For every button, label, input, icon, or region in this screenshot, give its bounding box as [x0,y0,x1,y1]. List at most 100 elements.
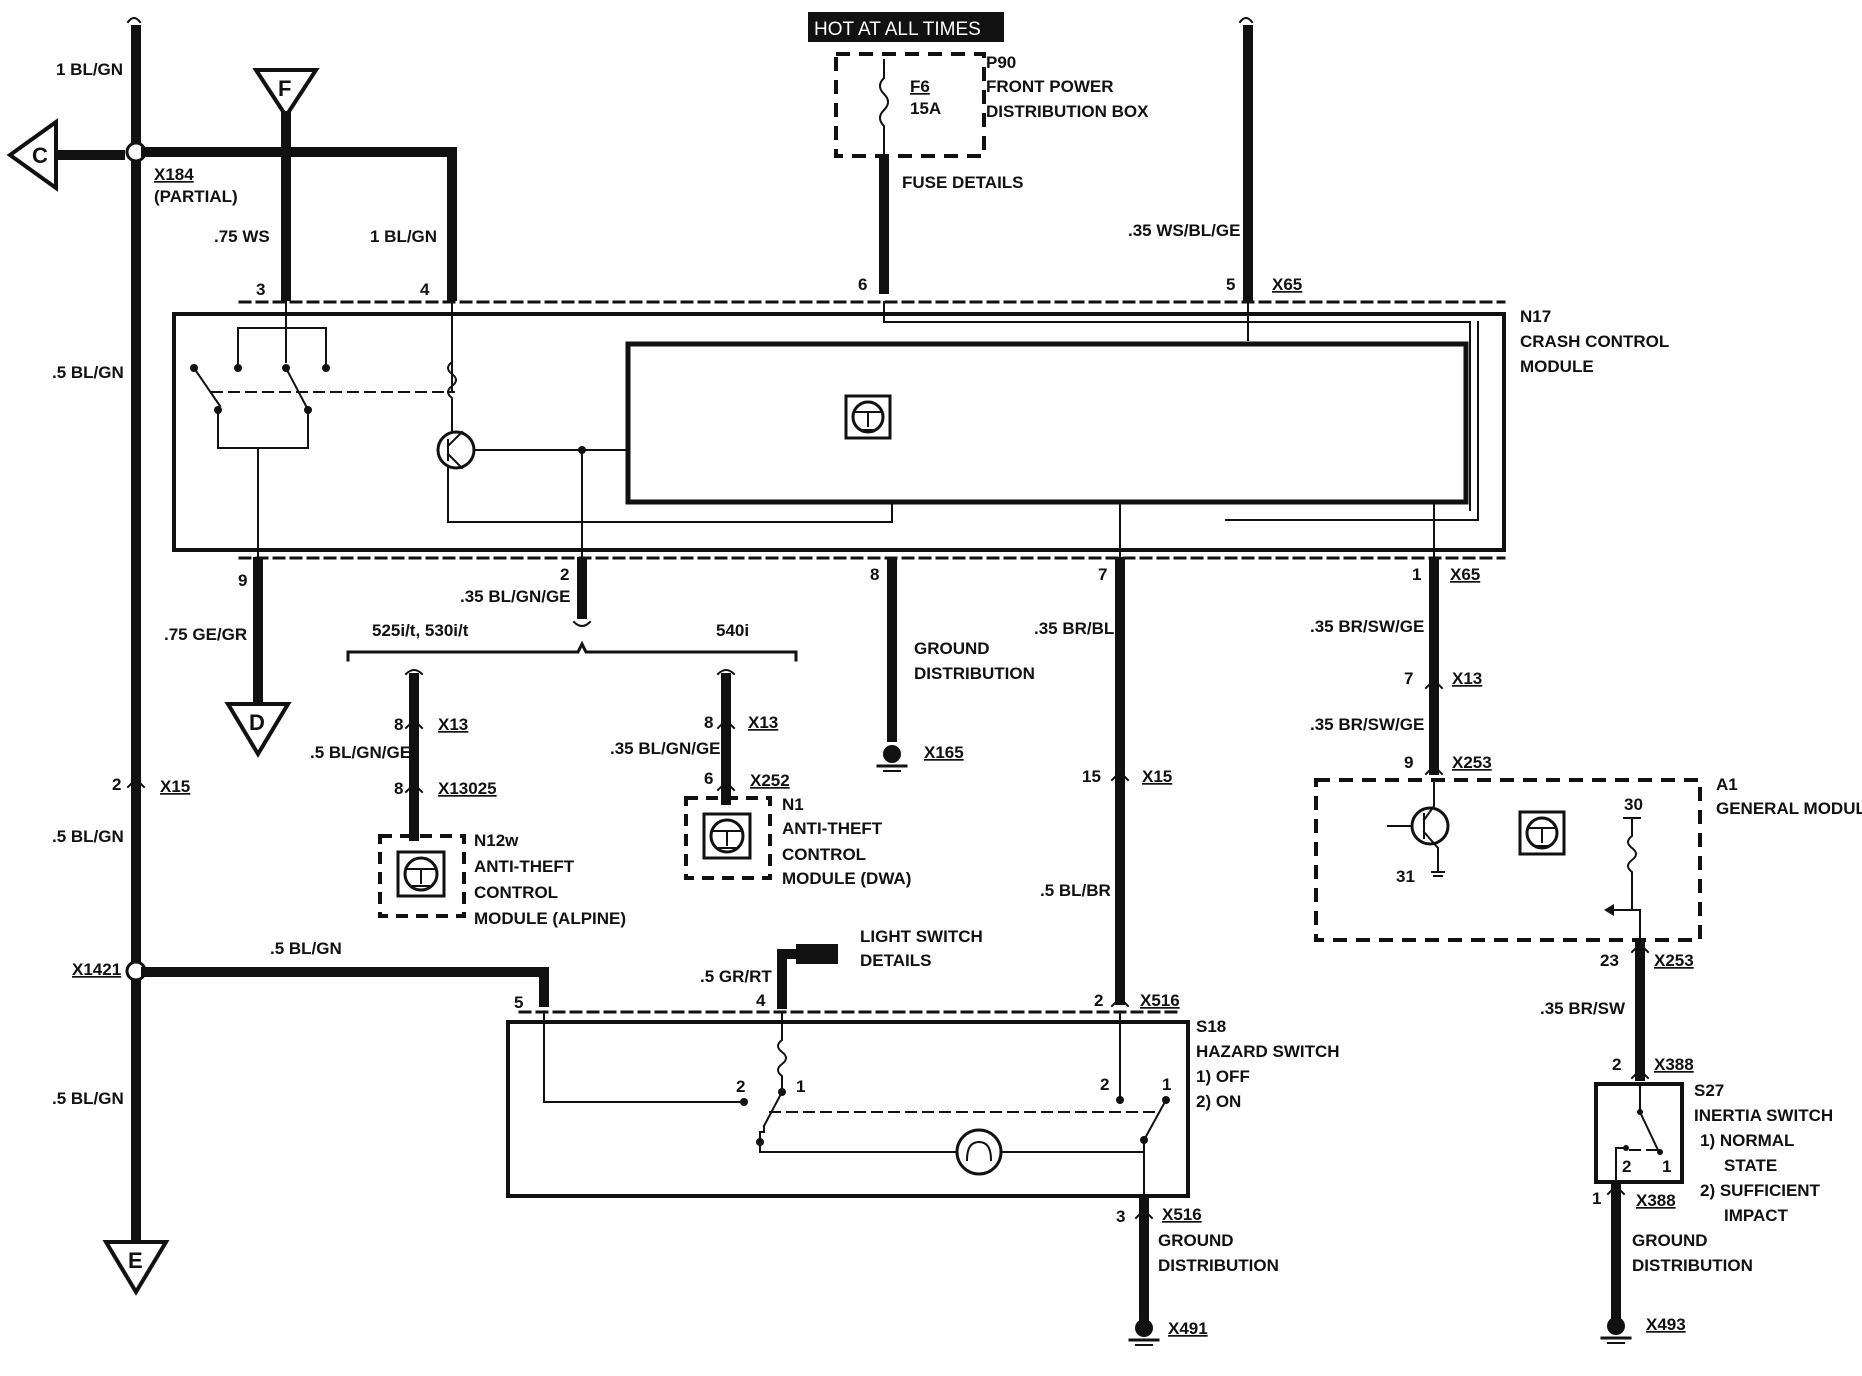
pin-sw-a2: 2 [736,1077,745,1096]
connector-x184: X184 [154,165,194,184]
general-module-a1 [1314,778,1702,942]
wire-label-left-low: .5 BL/GN [52,827,124,846]
wire-label-blgn-horiz: .5 BL/GN [270,939,342,958]
pin-x253-9: 9 [1404,753,1413,772]
wire-label-left-bottom: .5 BL/GN [52,1089,124,1108]
svg-text:F: F [278,76,291,101]
hazard-switch-s18 [506,1010,1190,1198]
s27-sufficient-a: 2) SUFFICIENT [1700,1181,1821,1200]
pin-a1-30: 30 [1624,795,1643,814]
s18-id: S18 [1196,1017,1226,1036]
wire-label-brswge-2: .35 BR/SW/GE [1310,715,1424,734]
s18-on: 2) ON [1196,1092,1241,1111]
s18-name: HAZARD SWITCH [1196,1042,1340,1061]
n1-name3: MODULE (DWA) [782,869,911,888]
wire-label-blgnge-35: .35 BL/GN/GE [460,587,571,606]
wire-label-brsw: .35 BR/SW [1540,999,1626,1018]
pin-x15-left: 2 [112,775,121,794]
wire-label-blgnge-5: .5 BL/GN/GE [310,743,411,762]
wire-label-brswge-1: .35 BR/SW/GE [1310,617,1424,636]
n12w-id: N12w [474,831,519,850]
pin-x13-r: 7 [1404,669,1413,688]
pin-x388-2: 2 [1612,1055,1621,1074]
wire-label-left-mid: .5 BL/GN [52,363,124,382]
n12w-name2: CONTROL [474,883,558,902]
pin-s18-2: 2 [1094,991,1103,1010]
n1-name2: CONTROL [782,845,866,864]
ground-dist-1: GROUND [914,639,990,658]
pin-x388-1: 1 [1592,1189,1601,1208]
wire-label-ws: .75 WS [214,227,270,246]
n12w-name1: ANTI-THEFT [474,857,575,876]
fuse-box-name1: FRONT POWER [986,77,1114,96]
pin-sw-b2: 2 [1100,1075,1109,1094]
pin-s27-1: 1 [1662,1157,1671,1176]
left-bus [125,17,147,1250]
pin-n17-9: 9 [238,571,247,590]
a1-id: A1 [1716,775,1738,794]
light-switch-connector-icon [796,944,838,964]
connector-x13-r: X13 [1452,669,1482,688]
connector-d: D [224,702,292,758]
connector-x253-b: X253 [1654,951,1694,970]
wire-label-brbl: .35 BR/BL [1034,619,1114,638]
ground-dist-3: GROUND [1632,1231,1708,1250]
pin-s18-5: 5 [514,993,523,1012]
connector-x65-bottom: X65 [1450,565,1480,584]
fuse-f6-id: F6 [910,77,930,96]
pin-a1-31: 31 [1396,867,1415,886]
wire-label-gegr: .75 GE/GR [164,625,247,644]
svg-text:HOT AT ALL TIMES: HOT AT ALL TIMES [814,19,981,40]
ground-dist-3b: DISTRIBUTION [1632,1256,1753,1275]
n17-id: N17 [1520,307,1551,326]
n17-name1: CRASH CONTROL [1520,332,1669,351]
connector-x493: X493 [1646,1315,1686,1334]
connector-x516-a: X516 [1140,991,1180,1010]
connector-x388-a: X388 [1654,1055,1694,1074]
pin-x15-mid: 15 [1082,767,1101,786]
pin-s27-2: 2 [1622,1157,1631,1176]
x184-partial: (PARTIAL) [154,187,238,206]
hot-at-all-times-banner: HOT AT ALL TIMES [808,12,1004,42]
a1-name: GENERAL MODULE [1716,799,1862,818]
fuse-f6-symbol [879,59,889,157]
fuse-details: FUSE DETAILS [902,173,1024,192]
svg-text:C: C [32,143,48,168]
pin-x13-a: 8 [394,715,403,734]
connector-x13-a: X13 [438,715,468,734]
wire-label-left-top: 1 BL/GN [56,60,123,79]
wire-label-blbr: .5 BL/BR [1040,881,1111,900]
ground-x491-icon [1128,1319,1160,1346]
s18-off: 1) OFF [1196,1067,1250,1086]
pin-sw-b1: 1 [1162,1075,1171,1094]
connector-x15-mid: X15 [1142,767,1172,786]
pin-n17-2: 2 [560,565,569,584]
wire-label-grrt: .5 GR/RT [700,967,772,986]
variant-bracket [346,640,798,662]
n12w-name3: MODULE (ALPINE) [474,909,626,928]
light-switch-details-2: DETAILS [860,951,931,970]
ground-x165-icon [876,745,908,772]
pin-x13-b: 8 [704,713,713,732]
wire-label-wsblge: .35 WS/BL/GE [1128,221,1240,240]
pin-n17-7: 7 [1098,565,1107,584]
ground-x493-icon [1600,1317,1632,1344]
pin-n17-8: 8 [870,565,879,584]
s27-normal-b: STATE [1724,1156,1777,1175]
connector-x13-b: X13 [748,713,778,732]
pin-s18-3: 3 [1116,1207,1125,1226]
pin-n17-1: 1 [1412,565,1421,584]
connector-x15-left: X15 [160,777,190,796]
ground-dist-2b: DISTRIBUTION [1158,1256,1279,1275]
wire-blgn-horizontal [141,967,549,1007]
inertia-switch-s27 [1594,1082,1684,1184]
variant-a: 525i/t, 530i/t [372,621,469,640]
connector-x165: X165 [924,743,964,762]
pin-n17-4: 4 [420,280,430,299]
fuse-box-p90 [834,52,986,158]
light-switch-details-1: LIGHT SWITCH [860,927,983,946]
pin-sw-a1: 1 [796,1077,805,1096]
svg-text:D: D [249,710,265,735]
n1-name1: ANTI-THEFT [782,819,883,838]
connector-e: E [102,1240,170,1296]
